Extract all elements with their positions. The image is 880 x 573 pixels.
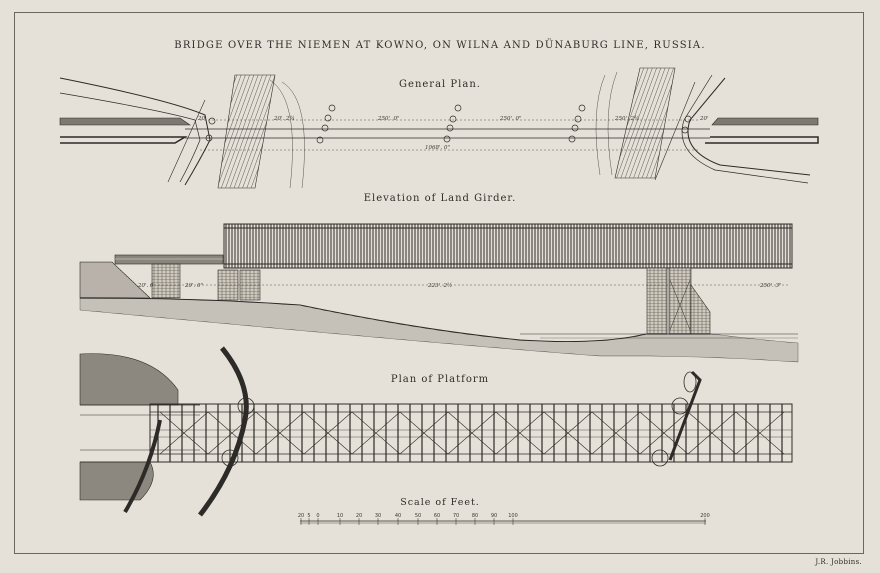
platform-diagonal-brace bbox=[303, 411, 353, 455]
scale-tick-label: 20 bbox=[356, 513, 362, 519]
scale-tick-label: 90 bbox=[491, 513, 497, 519]
elev-dim-right: 250'. 3" bbox=[759, 283, 782, 289]
platform-diagonal-brace bbox=[159, 411, 209, 455]
scale-tick-label: 10 bbox=[337, 513, 343, 519]
elevation-heading: Elevation of Land Girder. bbox=[363, 193, 517, 204]
scale-tick-label: 80 bbox=[472, 513, 478, 519]
scale-tick-label: 100 bbox=[508, 513, 518, 519]
platform-diagonal-brace bbox=[543, 411, 593, 455]
plate-border bbox=[14, 12, 864, 554]
plan-dim-5: 250'. 2¾ bbox=[614, 115, 639, 122]
plan-dim-1: 20' bbox=[197, 116, 207, 122]
scale-tick-label: 200 bbox=[700, 513, 710, 519]
plan-dim-2: 20'. 2¾ bbox=[273, 115, 295, 122]
general-plan-heading: General Plan. bbox=[399, 79, 481, 90]
scale-tick-label: 5 bbox=[307, 513, 310, 519]
platform-diagonal-brace bbox=[735, 411, 785, 455]
platform-diagonal-brace bbox=[351, 411, 401, 455]
scale-tick-label: 20 bbox=[298, 513, 304, 519]
platform-diagonal-brace bbox=[255, 411, 305, 455]
elev-dim-middle: 223'. 2½ bbox=[427, 282, 452, 289]
scale-tick-label: 70 bbox=[453, 513, 459, 519]
plan-dim-3: 250'. 0" bbox=[377, 116, 400, 122]
plan-dim-6: 20' bbox=[699, 116, 709, 122]
engraver-credit: J.R. Jobbins. bbox=[815, 558, 862, 566]
platform-heading: Plan of Platform bbox=[390, 374, 490, 385]
elev-dim-left: 20'. 0" bbox=[184, 283, 203, 289]
elev-dim-left-small: 20'. 0 bbox=[137, 283, 154, 289]
scale-tick-label: 60 bbox=[434, 513, 440, 519]
scale-heading: Scale of Feet. bbox=[400, 497, 480, 508]
scale-tick-label: 30 bbox=[375, 513, 381, 519]
platform-diagonal-brace bbox=[639, 411, 689, 455]
platform-diagonal-brace bbox=[495, 411, 545, 455]
scale-tick-label: 50 bbox=[415, 513, 421, 519]
plan-of-platform bbox=[79, 346, 793, 517]
platform-diagonal-brace bbox=[207, 411, 257, 455]
plate-title: BRIDGE OVER THE NIEMEN AT KOWNO, ON WILN… bbox=[174, 40, 706, 51]
plan-dim-4: 250'. 0" bbox=[499, 116, 522, 122]
scale-tick-label: 0 bbox=[316, 513, 319, 519]
plan-dim-total: 1068'. 0" bbox=[425, 145, 450, 151]
scale-tick-label: 40 bbox=[395, 513, 401, 519]
platform-diagonal-brace bbox=[399, 411, 449, 455]
general-plan: 20' 20'. 2¾ 250'. 0" 250'. 0" 250'. 2¾ 2… bbox=[59, 67, 819, 189]
platform-diagonal-brace bbox=[447, 411, 497, 455]
platform-diagonal-brace bbox=[687, 411, 737, 455]
elevation-of-land-girder: 20'. 0 20'. 0" 223'. 2½ 250'. 3" bbox=[79, 223, 799, 363]
platform-diagonal-brace bbox=[591, 411, 641, 455]
